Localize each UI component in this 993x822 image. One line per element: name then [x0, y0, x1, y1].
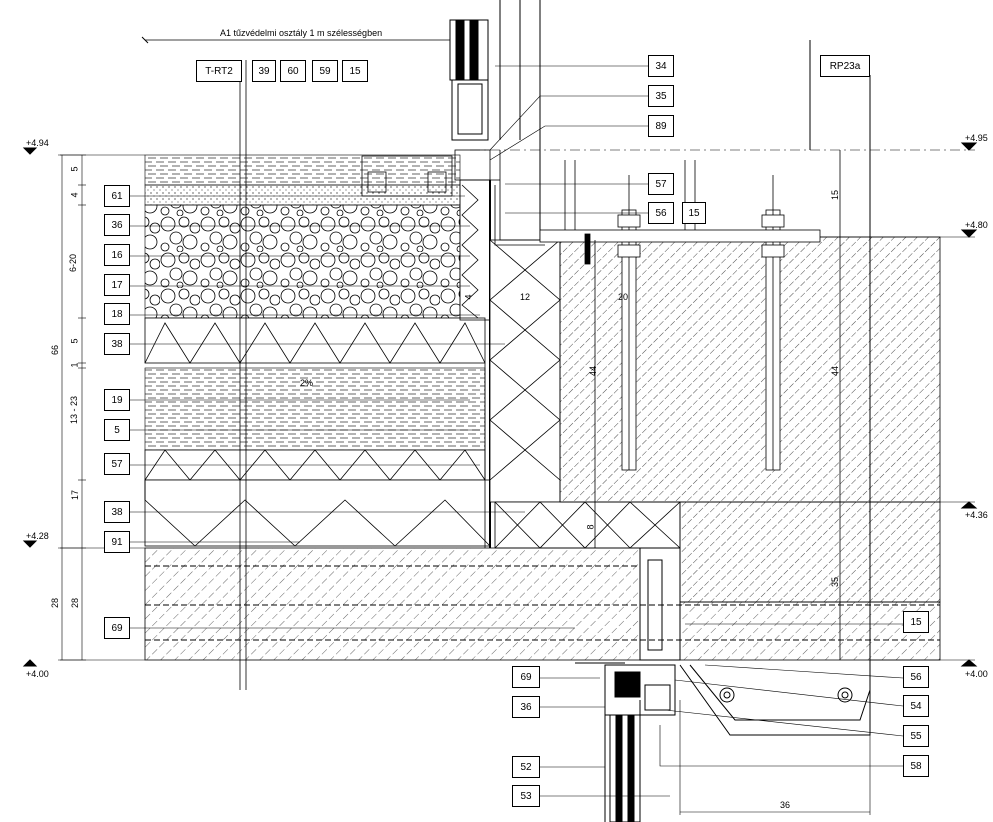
tag-55: 55	[903, 725, 929, 747]
dim-8: 8	[585, 524, 596, 530]
dim-35: 35	[830, 576, 841, 588]
tag-38-a: 38	[104, 333, 130, 355]
dim-36-bottom: 36	[780, 800, 791, 810]
tag-61: 61	[104, 185, 130, 207]
level-400-left: +4.00	[26, 669, 49, 679]
tag-15-top: 15	[342, 60, 368, 82]
tag-60: 60	[280, 60, 306, 82]
tag-56-upper: 56	[648, 202, 674, 224]
tag-58: 58	[903, 755, 929, 777]
tag-54: 54	[903, 695, 929, 717]
right-leaders	[489, 65, 904, 797]
level-400-right: +4.00	[965, 669, 988, 679]
tag-18: 18	[104, 303, 130, 325]
dim-5-mid: 5	[69, 338, 80, 344]
vertical-guides	[239, 60, 841, 690]
tag-57-right: 57	[648, 173, 674, 195]
tag-5: 5	[104, 419, 130, 441]
tag-53: 53	[512, 785, 540, 807]
dim-5-top: 5	[69, 166, 80, 172]
dim-17: 17	[70, 489, 81, 501]
tag-15-lower: 15	[903, 611, 929, 633]
level-markers	[22, 142, 978, 667]
level-494: +4.94	[26, 138, 49, 148]
level-495: +4.95	[965, 133, 988, 143]
fire-safety-note: A1 tűzvédelmi osztály 1 m szélességben	[220, 28, 383, 38]
tag-t-rt2: T-RT2	[196, 60, 242, 82]
level-480: +4.80	[965, 220, 988, 230]
slope-label: 2%	[300, 378, 314, 388]
level-436: +4.36	[965, 510, 988, 520]
dim-66: 66	[50, 344, 61, 356]
tag-59: 59	[312, 60, 338, 82]
dim-13-23: 13 - 23	[69, 395, 80, 425]
bottom-dimension	[679, 700, 871, 815]
dim-1: 1	[69, 362, 80, 368]
left-leaders	[130, 195, 575, 629]
level-428: +4.28	[26, 531, 49, 541]
tag-34: 34	[648, 55, 674, 77]
top-note-line	[141, 36, 450, 44]
tag-35: 35	[648, 85, 674, 107]
tag-17: 17	[104, 274, 130, 296]
dim-28-outer: 28	[50, 597, 61, 609]
tag-15-upper: 15	[682, 202, 706, 224]
tag-69-bottom: 69	[512, 666, 540, 688]
dim-20: 20	[618, 292, 629, 302]
tag-52: 52	[512, 756, 540, 778]
tag-57-left: 57	[104, 453, 130, 475]
tag-38-b: 38	[104, 501, 130, 523]
tag-19: 19	[104, 389, 130, 411]
parapet-block	[489, 239, 681, 549]
tag-rp23a: RP23a	[820, 55, 870, 77]
anchor-bolts	[539, 160, 821, 471]
roof-layers	[144, 154, 491, 547]
lower-window-frame	[575, 547, 871, 822]
tag-39: 39	[252, 60, 276, 82]
tag-91: 91	[104, 531, 130, 553]
tag-36-left: 36	[104, 214, 130, 236]
left-dimension-chain	[58, 154, 86, 661]
tag-56-lower: 56	[903, 666, 929, 688]
dim-15-vert: 15	[830, 189, 841, 201]
tag-16: 16	[104, 244, 130, 266]
dim-6-20: 6-20	[68, 253, 79, 273]
tag-36-bottom: 36	[512, 696, 540, 718]
tag-69-left: 69	[104, 617, 130, 639]
dim-4: 4	[69, 192, 80, 198]
dim-4-edge: 4	[463, 294, 474, 300]
dim-44-a: 44	[588, 365, 599, 377]
tag-89: 89	[648, 115, 674, 137]
dim-12: 12	[520, 292, 531, 302]
dim-44-b: 44	[830, 365, 841, 377]
dim-28-inner: 28	[70, 597, 81, 609]
